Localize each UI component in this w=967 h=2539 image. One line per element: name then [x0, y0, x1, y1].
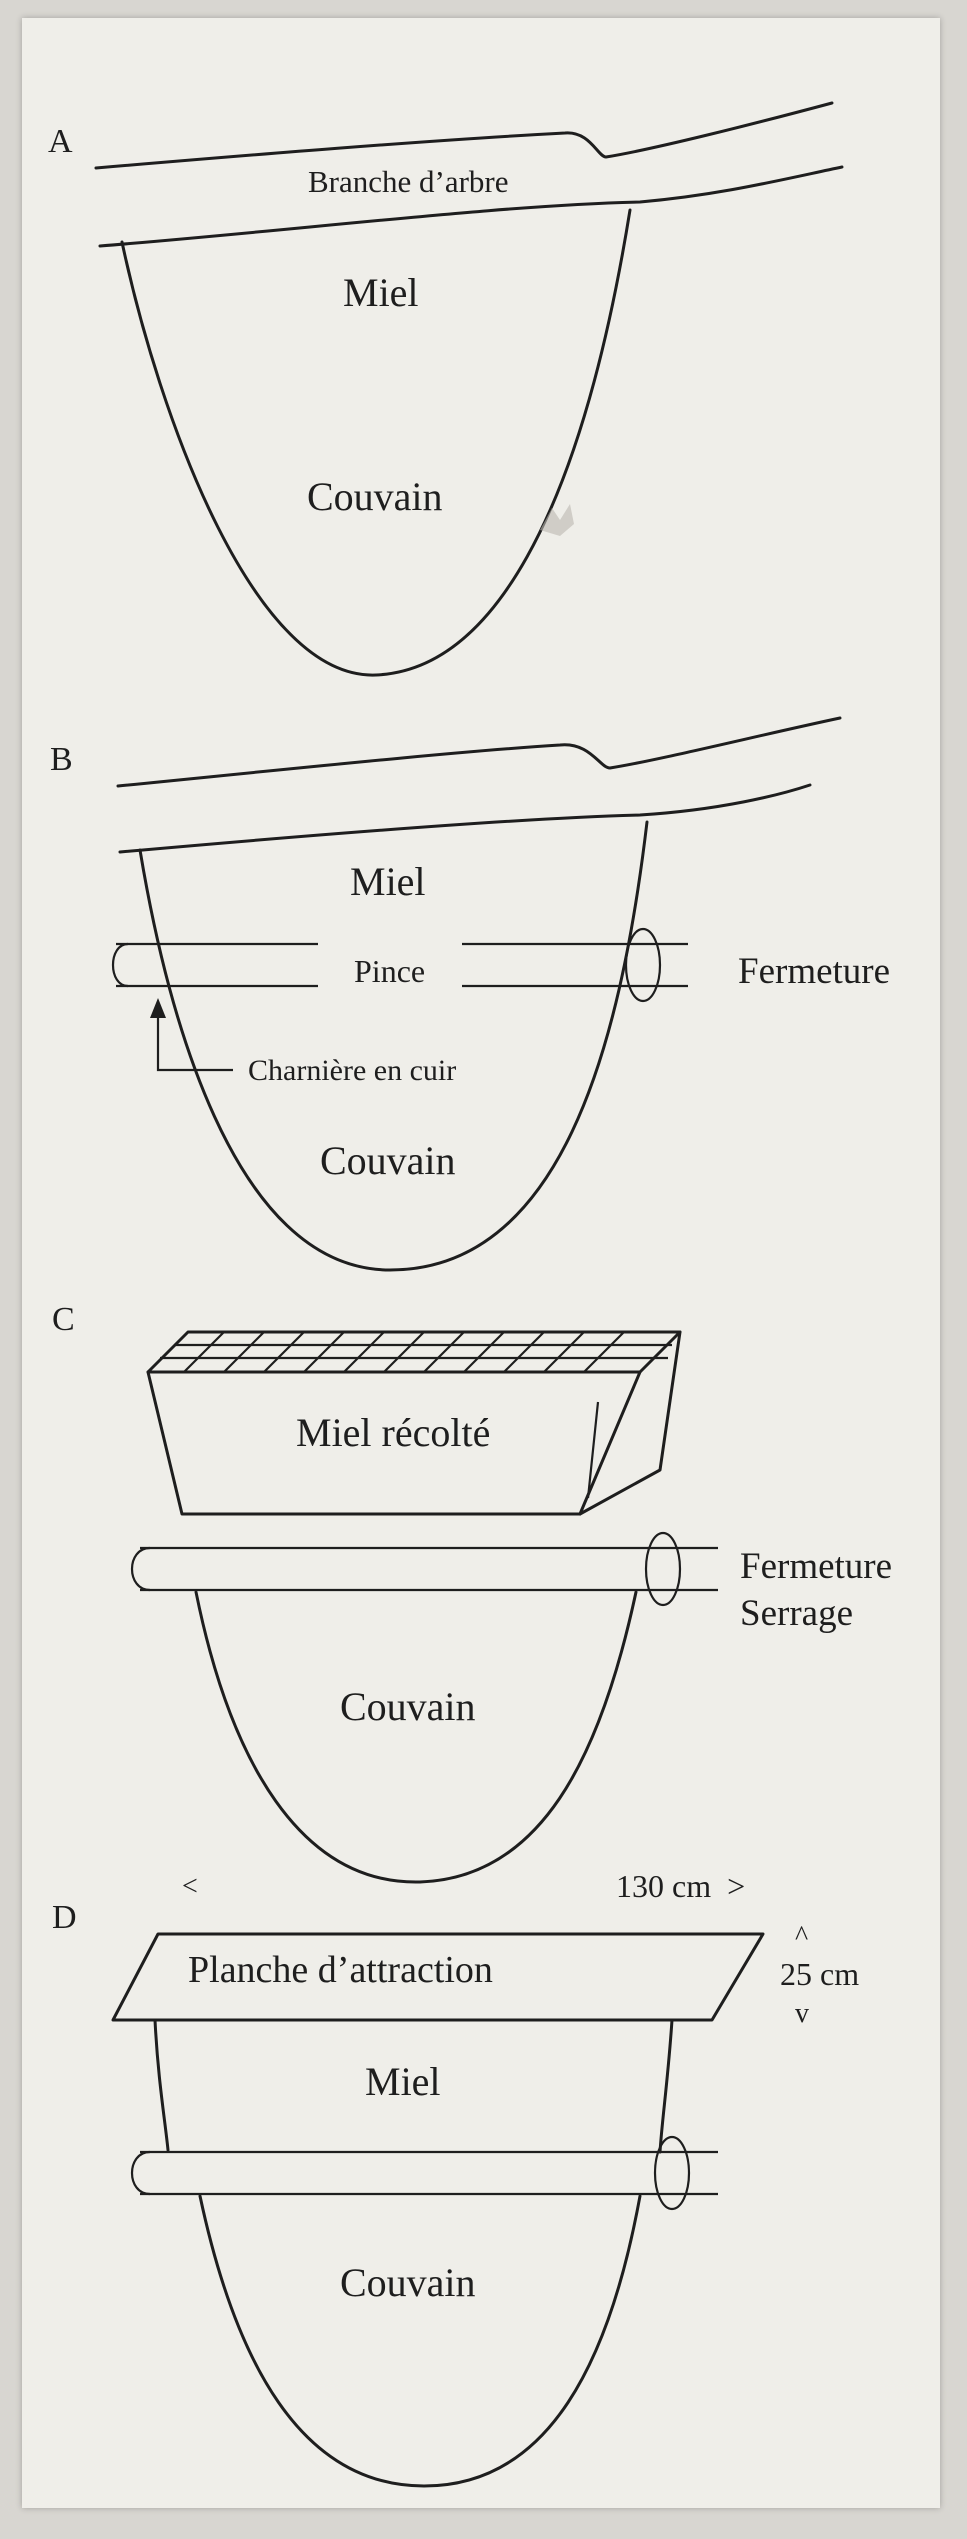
panel-letter-a: A: [48, 123, 73, 160]
clamp-label: Pince: [354, 953, 425, 989]
attraction-board: [111, 1932, 765, 2022]
brood-label-b: Couvain: [320, 1138, 456, 1183]
panel-a: A Branche d’arbre Miel Couvain: [48, 101, 844, 677]
closure-ring-c: [644, 1531, 682, 1607]
panel-b: B Miel Pince Fermeture Charnière en cuir…: [50, 716, 890, 1272]
hinge-curl-b: [111, 942, 129, 988]
height-up-arrow: ^: [795, 1921, 808, 1952]
panel-letter-c: C: [52, 1301, 75, 1338]
comb-cell-grid: [160, 1331, 672, 1373]
brood-label-d: Couvain: [340, 2260, 476, 2305]
closure-label-b: Fermeture: [738, 951, 890, 992]
closure-ring-b: [624, 927, 662, 1003]
comb-wall-right-d: [658, 2018, 674, 2154]
panel-d: D < 130 cm > ^ 25 cm v Planche d’attract…: [52, 1868, 859, 2488]
branch-lower-line: [98, 165, 844, 248]
comb-outline-b: [138, 820, 649, 1272]
panel-letter-d: D: [52, 1899, 77, 1936]
branch-lower-line-b: [118, 783, 812, 854]
paper-sheet: [22, 18, 940, 2508]
honey-label-b: Miel: [350, 859, 426, 904]
branch-upper-line-b: [116, 716, 842, 788]
honey-label-a: Miel: [343, 270, 419, 315]
comb-side-face: [578, 1330, 682, 1516]
honey-label-d: Miel: [365, 2059, 441, 2104]
comb-wall-left-d: [153, 2018, 170, 2152]
closure-label-c: Fermeture: [740, 1546, 892, 1587]
tighten-label: Serrage: [740, 1593, 853, 1634]
brood-label-a: Couvain: [307, 474, 443, 519]
comb-outline-d: [198, 2194, 642, 2488]
hinge-arrow-line: [156, 1006, 233, 1072]
comb-crack-line: [586, 1401, 600, 1499]
smudge-mark: [540, 504, 574, 536]
panel-c: C Miel récolté: [52, 1301, 892, 1884]
closure-ring-d: [653, 2135, 691, 2211]
hinge-curl-d: [130, 2150, 151, 2196]
board-label: Planche d’attraction: [188, 1949, 493, 1991]
width-left-arrow: <: [182, 1871, 198, 1902]
comb-outline-a: [120, 208, 632, 677]
hinge-label: Charnière en cuir: [248, 1054, 456, 1087]
height-down-arrow: v: [795, 1998, 809, 2029]
brood-label-c: Couvain: [340, 1684, 476, 1729]
hinge-arrow-head: [150, 998, 166, 1018]
panel-letter-b: B: [50, 741, 73, 778]
comb-outline-c: [194, 1590, 638, 1884]
harvested-comb-block: [146, 1330, 682, 1516]
height-dimension-label: 25 cm: [780, 1956, 859, 1992]
branch-upper-line: [94, 101, 834, 170]
branch-label: Branche d’arbre: [308, 164, 509, 199]
harvested-honey-label: Miel récolté: [296, 1410, 490, 1455]
comb-top-face: [146, 1330, 682, 1374]
comb-front-face: [146, 1370, 642, 1516]
width-dimension-label: 130 cm >: [616, 1868, 745, 1904]
hinge-curl-c: [130, 1546, 151, 1592]
